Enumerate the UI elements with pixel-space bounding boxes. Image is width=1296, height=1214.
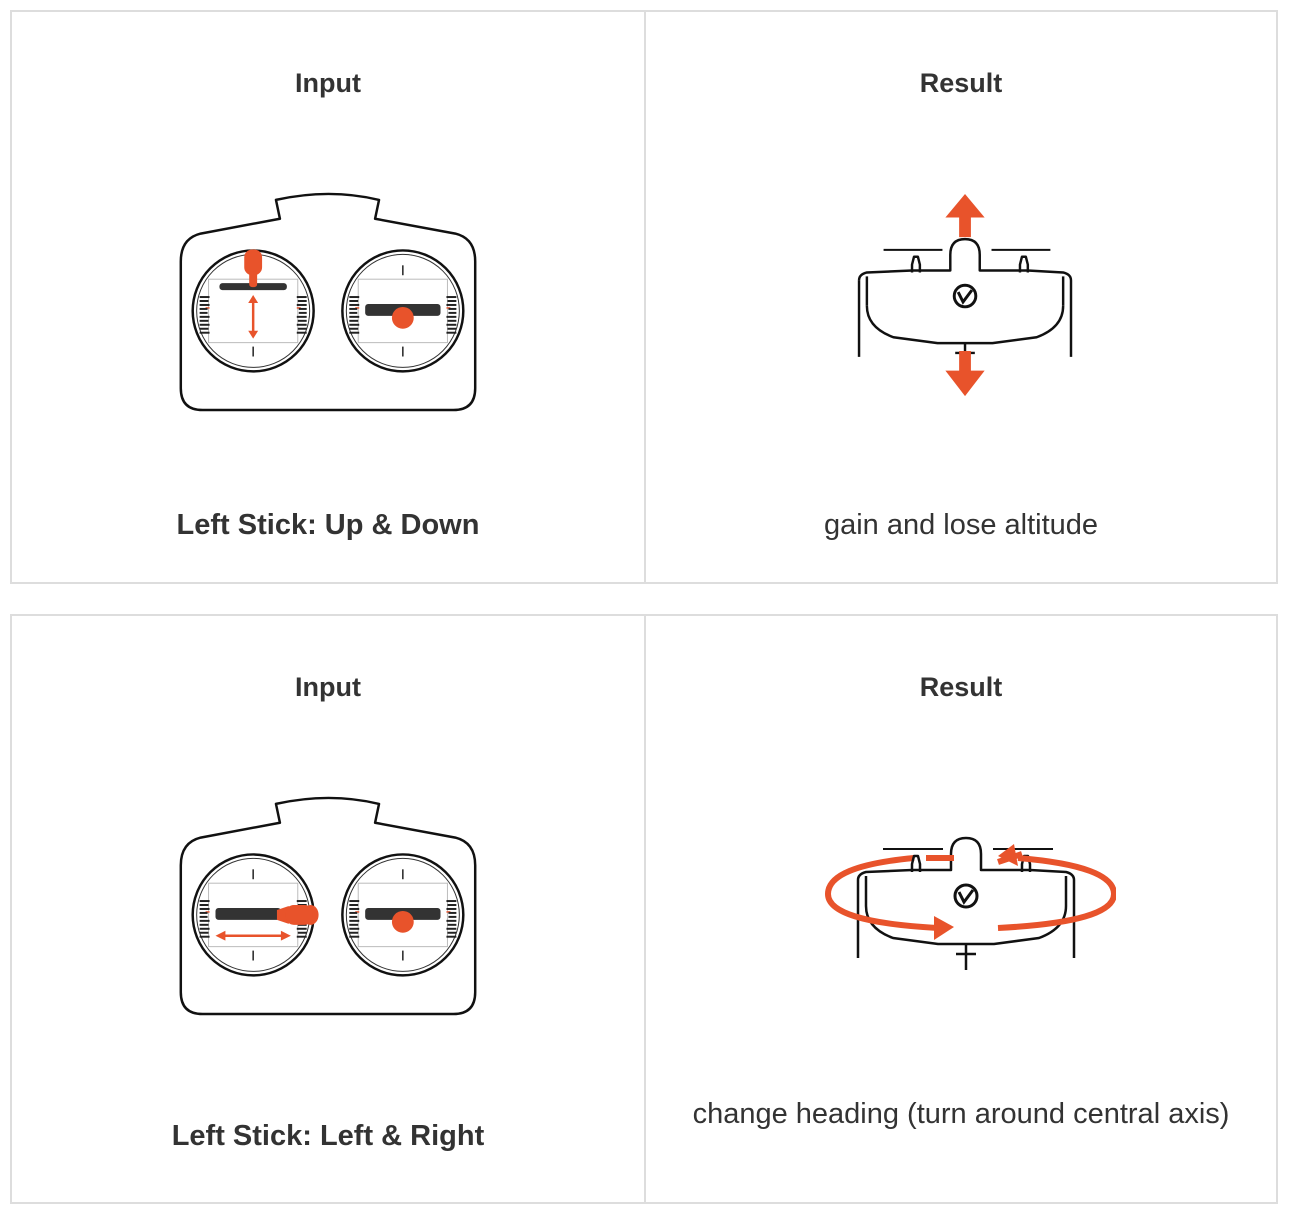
down-arrow-icon [945, 350, 985, 397]
control-table-2: Input Left Stick: Left & Right [10, 614, 1278, 1204]
result-header-1: Result [919, 68, 1003, 98]
input-header-1: Input [295, 68, 361, 98]
rotation-arc-right [997, 855, 1116, 931]
rotation-arrowhead-front-icon [934, 916, 954, 940]
left-stick-dial [193, 249, 314, 371]
rotation-arc-back-left [825, 855, 915, 895]
right-stick-dial [342, 854, 463, 975]
result-caption-1: gain and lose altitude [823, 509, 1099, 541]
up-arrow-icon [945, 193, 985, 238]
input-caption-1: Left Stick: Up & Down [176, 509, 480, 541]
rotation-arrowhead-back-icon [998, 844, 1018, 866]
left-stick-dial [193, 854, 319, 975]
result-caption-2: change heading (turn around central axis… [692, 1098, 1230, 1130]
input-cell-1: Input Left Stick: Up & Down [12, 12, 644, 582]
drone-rotation-arrows-icon [825, 836, 1116, 972]
control-table-1: Input Left Stick: Up & Down Result [10, 10, 1278, 584]
input-caption-2: Left Stick: Left & Right [171, 1120, 485, 1152]
remote-controller-left-stick-up-down-icon [179, 192, 477, 412]
result-cell-1: Result gain and lose altitude [644, 12, 1276, 582]
input-cell-2: Input Left Stick: Left & Right [12, 616, 644, 1202]
drone-logo-icon [953, 883, 979, 909]
remote-controller-left-stick-left-right-icon [179, 796, 477, 1016]
right-stick-dial [342, 250, 463, 371]
result-cell-2: Result change heading (turn around centr… [644, 616, 1276, 1202]
rotation-arc-left [825, 893, 939, 931]
result-header-2: Result [919, 672, 1003, 702]
drone-altitude-arrows-icon [857, 193, 1073, 397]
drone-logo-icon [952, 283, 978, 309]
input-header-2: Input [295, 672, 361, 702]
